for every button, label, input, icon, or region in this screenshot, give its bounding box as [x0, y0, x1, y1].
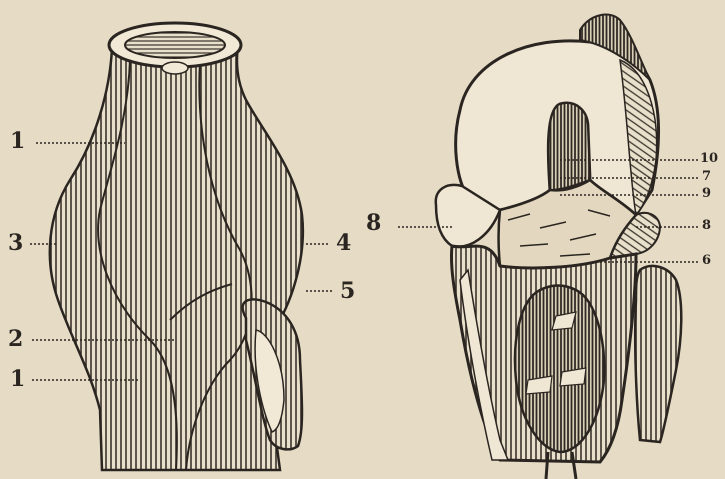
label-8-left: 8 — [366, 212, 381, 234]
fibula-right — [635, 266, 681, 442]
label-5: 5 — [340, 280, 355, 302]
label-2: 2 — [8, 328, 23, 350]
label-8-right: 8 — [702, 219, 711, 232]
label-4: 4 — [336, 232, 351, 254]
label-10: 10 — [700, 152, 718, 165]
label-1-lower: 1 — [10, 368, 25, 390]
left-knee-figure — [50, 23, 303, 470]
right-knee-figure — [436, 15, 681, 479]
label-7: 7 — [702, 170, 711, 183]
label-1-upper: 1 — [10, 130, 25, 152]
label-9: 9 — [702, 187, 711, 200]
label-6: 6 — [702, 254, 711, 267]
label-3: 3 — [8, 232, 23, 254]
